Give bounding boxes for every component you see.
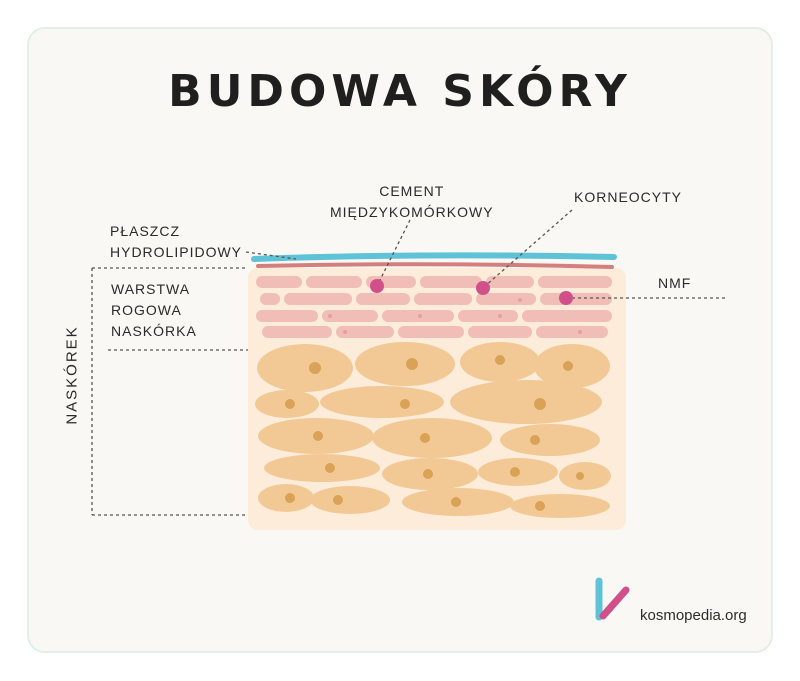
leader-lines [91, 209, 728, 516]
warstwa-label: WARSTWA ROGOWA NASKÓRKA [111, 281, 197, 339]
nmf-label: NMF [658, 275, 692, 291]
brand-text[interactable]: kosmopedia.org [640, 607, 747, 624]
hydrolipid-mantle [251, 252, 617, 262]
epidermis-cells [255, 342, 611, 518]
cell-nuclei [285, 355, 584, 511]
cement-label: CEMENT MIĘDZYKOMÓRKOWY [330, 183, 494, 220]
page-title: BUDOWA SKÓRY [168, 66, 632, 117]
stratum-corneum [256, 276, 612, 338]
cement-marker [370, 279, 384, 293]
horny-cell-dots [328, 298, 582, 334]
plaszcz-label: PŁASZCZ HYDROLIPIDOWY [110, 223, 243, 260]
korneocyty-label: KORNEOCYTY [574, 189, 683, 205]
pink-band [256, 262, 614, 269]
korneocyty-marker [476, 281, 490, 295]
kosmopedia-k-logo-icon [595, 577, 630, 621]
naskorek-label: NASKÓREK [63, 325, 81, 425]
nmf-marker [559, 291, 573, 305]
